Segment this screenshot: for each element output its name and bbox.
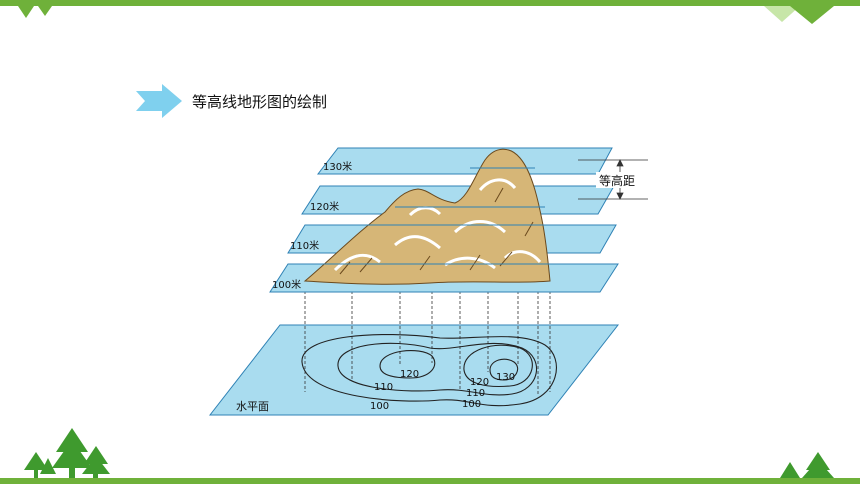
bottom-green-bar (0, 478, 860, 484)
contour-110 (337, 342, 538, 396)
contour-label-110-left: 110 (374, 382, 393, 393)
plane-label-120: 120米 (310, 200, 339, 213)
contour-130 (489, 358, 519, 381)
contour-label-100-right: 100 (462, 399, 481, 410)
contour-120-left (379, 350, 436, 379)
base-plane (208, 324, 620, 416)
section-heading: 等高线地形图的绘制 (136, 84, 327, 118)
plane-label-110: 110米 (290, 239, 319, 252)
top-green-bar (0, 0, 860, 6)
plane-label-130: 130米 (323, 160, 352, 173)
contour-lines (301, 334, 557, 407)
tree-cluster-right-icon (780, 452, 834, 478)
top-left-leaf-icon (18, 6, 52, 18)
interval-label-bg (596, 172, 642, 188)
contour-label-120-right: 120 (470, 377, 489, 388)
contour-interval-marker (578, 159, 648, 200)
tree-cluster-left-icon (24, 428, 110, 478)
plane-label-100: 100米 (272, 278, 301, 291)
contour-label-120-left: 120 (400, 369, 419, 380)
contour-interval-label: 等高距 (599, 173, 635, 188)
arrow-right-icon (136, 84, 182, 118)
section-title: 等高线地形图的绘制 (192, 92, 328, 111)
base-plane-label: 水平面 (236, 400, 269, 413)
contour-label-110-right: 110 (466, 388, 485, 399)
contour-120-right (463, 344, 533, 388)
contour-label-130-right: 130 (496, 372, 515, 383)
plane-130 (316, 147, 613, 175)
top-right-leaf-icon (764, 6, 834, 24)
contour-label-100-left: 100 (370, 401, 389, 412)
contour-100 (301, 334, 557, 407)
projection-lines (304, 281, 551, 395)
mountain-illustration (303, 148, 551, 285)
